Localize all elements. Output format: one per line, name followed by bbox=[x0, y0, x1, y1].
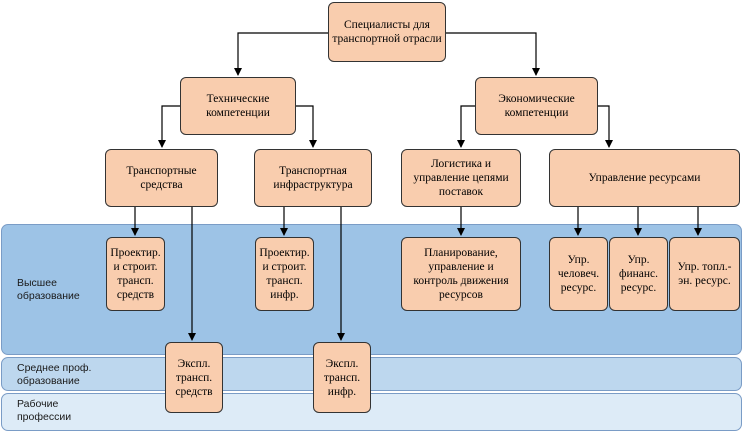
node-planning: Планирование, управление и контроль движ… bbox=[401, 237, 521, 311]
edge-technical-vehicles bbox=[158, 105, 180, 148]
node-finance-label: Упр. финанс. ресурс. bbox=[619, 254, 658, 294]
node-operate-vehicles: Экспл. трансп. средств bbox=[165, 342, 223, 413]
node-energy-label: Упр. топл.-эн. ресурс. bbox=[677, 261, 732, 287]
node-energy-resources: Упр. топл.-эн. ресурс. bbox=[669, 237, 740, 311]
node-human-resources: Упр. человеч. ресурс. bbox=[549, 237, 608, 311]
node-vehicles: Транспортные средства bbox=[105, 149, 218, 207]
node-human-label: Упр. человеч. ресурс. bbox=[557, 254, 600, 294]
edge-economic-logistics bbox=[457, 105, 475, 148]
node-logistics: Логистика и управление цепями поставок bbox=[401, 149, 521, 207]
node-technical-label: Технические компетенции bbox=[206, 93, 270, 119]
node-finance-resources: Упр. финанс. ресурс. bbox=[609, 237, 668, 311]
node-design-infra-label: Проектир. и строит. трансп. инфр. bbox=[259, 247, 310, 301]
node-root: Специалисты для транспортной отрасли bbox=[328, 2, 446, 62]
edge-root-economic bbox=[446, 32, 540, 76]
node-planning-label: Планирование, управление и контроль движ… bbox=[413, 247, 509, 301]
label-worker-professions: Рабочие профессии bbox=[17, 398, 72, 423]
node-infrastructure: Транспортная инфраструктура bbox=[254, 149, 372, 207]
edge-economic-resources bbox=[598, 105, 613, 148]
band-worker-professions bbox=[1, 393, 742, 431]
label-higher-education: Высшее образование bbox=[17, 277, 80, 302]
node-technical-competences: Технические компетенции bbox=[180, 77, 296, 135]
node-resources-label: Управление ресурсами bbox=[588, 172, 701, 184]
label-secondary-education: Среднее проф. образование bbox=[17, 362, 92, 387]
node-operate-infra-label: Экспл. трансп. инфр. bbox=[323, 357, 361, 398]
edge-root-technical bbox=[234, 32, 328, 76]
node-design-vehicles: Проектир. и строит. трансп. средств bbox=[106, 237, 165, 311]
node-logistics-label: Логистика и управление цепями поставок bbox=[413, 158, 509, 198]
node-operate-infrastructure: Экспл. трансп. инфр. bbox=[313, 342, 371, 413]
node-vehicles-label: Транспортные средства bbox=[126, 165, 197, 191]
node-infrastructure-label: Транспортная инфраструктура bbox=[273, 165, 353, 191]
node-resource-management: Управление ресурсами bbox=[549, 149, 740, 207]
node-economic-label: Экономические компетенции bbox=[498, 93, 575, 119]
node-root-label: Специалисты для транспортной отрасли bbox=[332, 19, 442, 45]
band-secondary-education bbox=[1, 357, 742, 391]
node-design-infrastructure: Проектир. и строит. трансп. инфр. bbox=[255, 237, 314, 311]
node-operate-vehicles-label: Экспл. трансп. средств bbox=[175, 357, 213, 398]
edge-technical-infrastructure bbox=[296, 105, 317, 148]
node-economic-competences: Экономические компетенции bbox=[475, 77, 598, 135]
node-design-vehicles-label: Проектир. и строит. трансп. средств bbox=[110, 247, 161, 301]
